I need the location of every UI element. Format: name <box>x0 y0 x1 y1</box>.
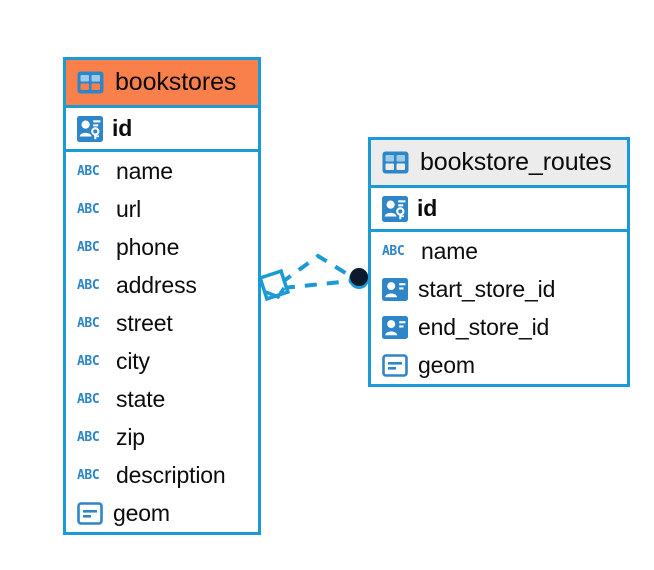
abc-text-icon: ABC <box>382 243 405 259</box>
geometry-icon <box>382 353 408 377</box>
foreign-key-icon <box>382 277 408 301</box>
field-label: id <box>417 195 438 221</box>
entity-title: bookstores <box>115 68 237 96</box>
relationship-line-lower <box>282 279 352 290</box>
entity-header-bookstore-routes[interactable]: bookstore_routes <box>371 140 627 188</box>
field-row[interactable]: start_store_id <box>371 270 627 308</box>
field-list-bookstore-routes: id ABC name start_store_id <box>371 188 627 384</box>
field-label: description <box>116 461 226 488</box>
field-label: url <box>116 195 142 222</box>
field-label: state <box>116 385 166 412</box>
field-label: id <box>112 115 133 141</box>
table-icon <box>77 71 104 94</box>
field-row[interactable]: end_store_id <box>371 308 627 346</box>
geometry-icon <box>77 501 103 525</box>
field-row[interactable]: ABC name <box>371 232 627 270</box>
entity-header-bookstores[interactable]: bookstores <box>66 60 258 108</box>
abc-text-icon: ABC <box>77 163 100 179</box>
primary-key-icon <box>77 115 103 142</box>
field-row[interactable]: ABC zip <box>66 418 258 456</box>
field-row[interactable]: ABC name <box>66 152 258 190</box>
field-row[interactable]: ABC street <box>66 304 258 342</box>
field-row[interactable]: ABC address <box>66 266 258 304</box>
relationship-line-upper <box>279 253 354 285</box>
diamond-outline-icon <box>257 268 291 302</box>
entity-bookstores[interactable]: bookstores id <box>63 57 261 535</box>
entity-bookstore-routes[interactable]: bookstore_routes id <box>368 137 630 387</box>
field-label: street <box>116 309 173 336</box>
field-row[interactable]: geom <box>371 346 627 384</box>
entity-title: bookstore_routes <box>420 148 612 176</box>
abc-text-icon: ABC <box>77 277 100 293</box>
field-row[interactable]: geom <box>66 494 258 532</box>
field-label: start_store_id <box>418 275 556 302</box>
abc-text-icon: ABC <box>77 429 100 445</box>
field-label: city <box>116 347 150 374</box>
abc-text-icon: ABC <box>77 201 100 217</box>
field-label: geom <box>113 499 170 526</box>
field-label: name <box>116 157 173 184</box>
abc-text-icon: ABC <box>77 353 100 369</box>
foreign-key-icon <box>382 315 408 339</box>
primary-key-icon <box>382 195 408 222</box>
field-label: geom <box>418 351 475 378</box>
field-row[interactable]: ABC phone <box>66 228 258 266</box>
diamond-tail-icon <box>265 287 286 300</box>
endpoint-ring-icon <box>349 269 369 289</box>
field-label: end_store_id <box>418 313 550 340</box>
field-row[interactable]: id <box>371 188 627 232</box>
field-label: zip <box>116 423 145 450</box>
endpoint-dot-icon <box>350 268 368 286</box>
field-list-bookstores: id ABC name ABC url ABC phone ABC addres… <box>66 108 258 532</box>
field-row[interactable]: ABC url <box>66 190 258 228</box>
abc-text-icon: ABC <box>77 467 100 483</box>
abc-text-icon: ABC <box>77 315 100 331</box>
field-label: phone <box>116 233 180 260</box>
table-icon <box>382 151 409 174</box>
abc-text-icon: ABC <box>77 239 100 255</box>
field-row[interactable]: id <box>66 108 258 152</box>
field-row[interactable]: ABC description <box>66 456 258 494</box>
field-label: name <box>421 237 478 264</box>
field-label: address <box>116 271 197 298</box>
field-row[interactable]: ABC city <box>66 342 258 380</box>
abc-text-icon: ABC <box>77 391 100 407</box>
field-row[interactable]: ABC state <box>66 380 258 418</box>
